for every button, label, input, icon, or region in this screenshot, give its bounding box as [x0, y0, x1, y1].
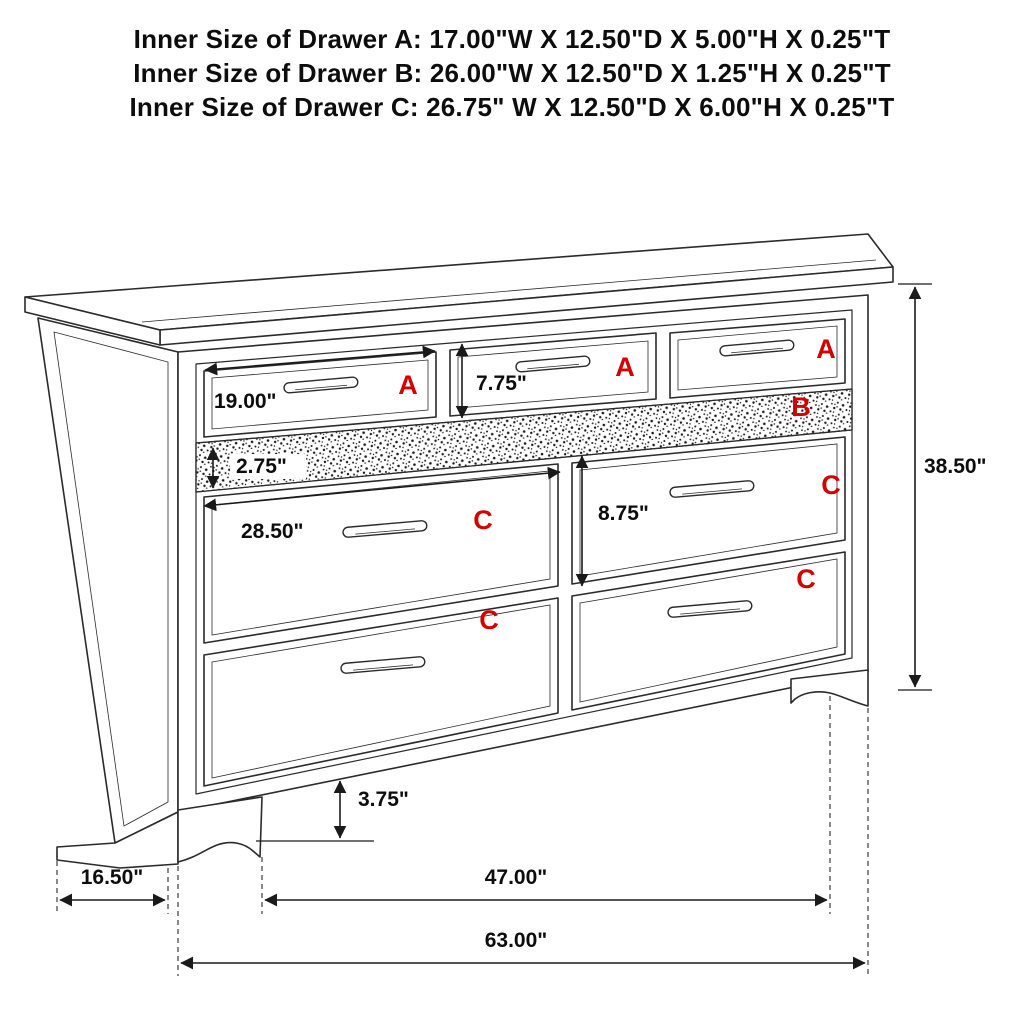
dim-drawer-a-height: 7.75" — [455, 343, 527, 419]
back-left-foot — [56, 811, 179, 869]
dim-drawer-c-width: 28.50" — [203, 466, 561, 543]
sparkle-strip-b — [195, 388, 853, 493]
dim-drawer-a-width: 19.00" — [204, 345, 436, 413]
drawer-handle — [719, 339, 795, 357]
drawer-a-size-line: Inner Size of Drawer A: 17.00"W X 12.50"… — [133, 24, 891, 54]
letter-c-right-bottom: C — [796, 564, 816, 594]
drawer-handle — [340, 656, 426, 674]
drawer-b-size-line: Inner Size of Drawer B: 26.00"W X 12.50"… — [133, 58, 891, 88]
drawer-handle — [669, 480, 755, 498]
drawer-handle — [283, 376, 359, 394]
drawer-handle — [515, 355, 591, 373]
letter-c-left-top: C — [473, 505, 493, 535]
dim-overall-width: 63.00" — [180, 929, 866, 970]
drawer-handle — [342, 520, 428, 538]
letter-a-middle: A — [615, 352, 635, 382]
top-left-edge — [24, 296, 161, 346]
drawers — [203, 318, 846, 787]
front-right-foot — [790, 669, 869, 707]
letter-c-left-bottom: C — [479, 605, 499, 635]
dim-label-drawer-c-width: 28.50" — [241, 520, 304, 543]
dim-label-drawer-a-height: 7.75" — [476, 372, 527, 395]
drawer-c-left-bottom — [203, 597, 559, 787]
dim-label-overall-depth: 16.50" — [81, 866, 144, 889]
dim-label-strip-height: 2.75" — [236, 455, 287, 478]
dim-overall-height: 38.50" — [898, 283, 987, 691]
drawer-handle — [667, 600, 753, 618]
letter-b-strip: B — [791, 392, 811, 422]
top-surface-detail-line — [141, 259, 877, 323]
dim-label-leg-height: 3.75" — [358, 788, 409, 811]
dim-label-drawer-a-width: 19.00" — [214, 390, 277, 413]
side-panel-inner-frame — [53, 331, 169, 827]
front-face-inner-frame — [195, 309, 853, 795]
dim-label-overall-height: 38.50" — [924, 455, 987, 478]
dim-drawer-c-height: 8.75" — [575, 455, 649, 587]
drawer-a-right — [669, 318, 846, 399]
dim-label-overall-width: 63.00" — [485, 929, 548, 952]
dim-label-leg-span-width: 47.00" — [485, 866, 548, 889]
letter-a-right: A — [816, 334, 836, 364]
drawer-c-right-bottom — [571, 551, 846, 711]
letter-a-left: A — [398, 370, 418, 400]
letter-c-right-top: C — [821, 470, 841, 500]
dim-label-drawer-c-height: 8.75" — [598, 502, 649, 525]
dim-overall-depth: 16.50" — [59, 866, 166, 907]
drawer-c-size-line: Inner Size of Drawer C: 26.75" W X 12.50… — [129, 92, 895, 122]
drawer-letters: A A A B C C C C — [398, 334, 841, 635]
dimension-annotations: 19.00" 7.75" 2.75" 28.50" 8.75" — [56, 283, 987, 976]
sparkle-strip-texture — [195, 388, 853, 493]
drawer-size-header: Inner Size of Drawer A: 17.00"W X 12.50"… — [0, 22, 1024, 124]
drawer-a-middle — [449, 332, 657, 417]
front-left-foot — [177, 796, 263, 863]
dim-leg-height: 3.75" — [256, 780, 409, 842]
dim-leg-span-width: 47.00" — [264, 866, 828, 907]
side-panel — [37, 317, 179, 844]
